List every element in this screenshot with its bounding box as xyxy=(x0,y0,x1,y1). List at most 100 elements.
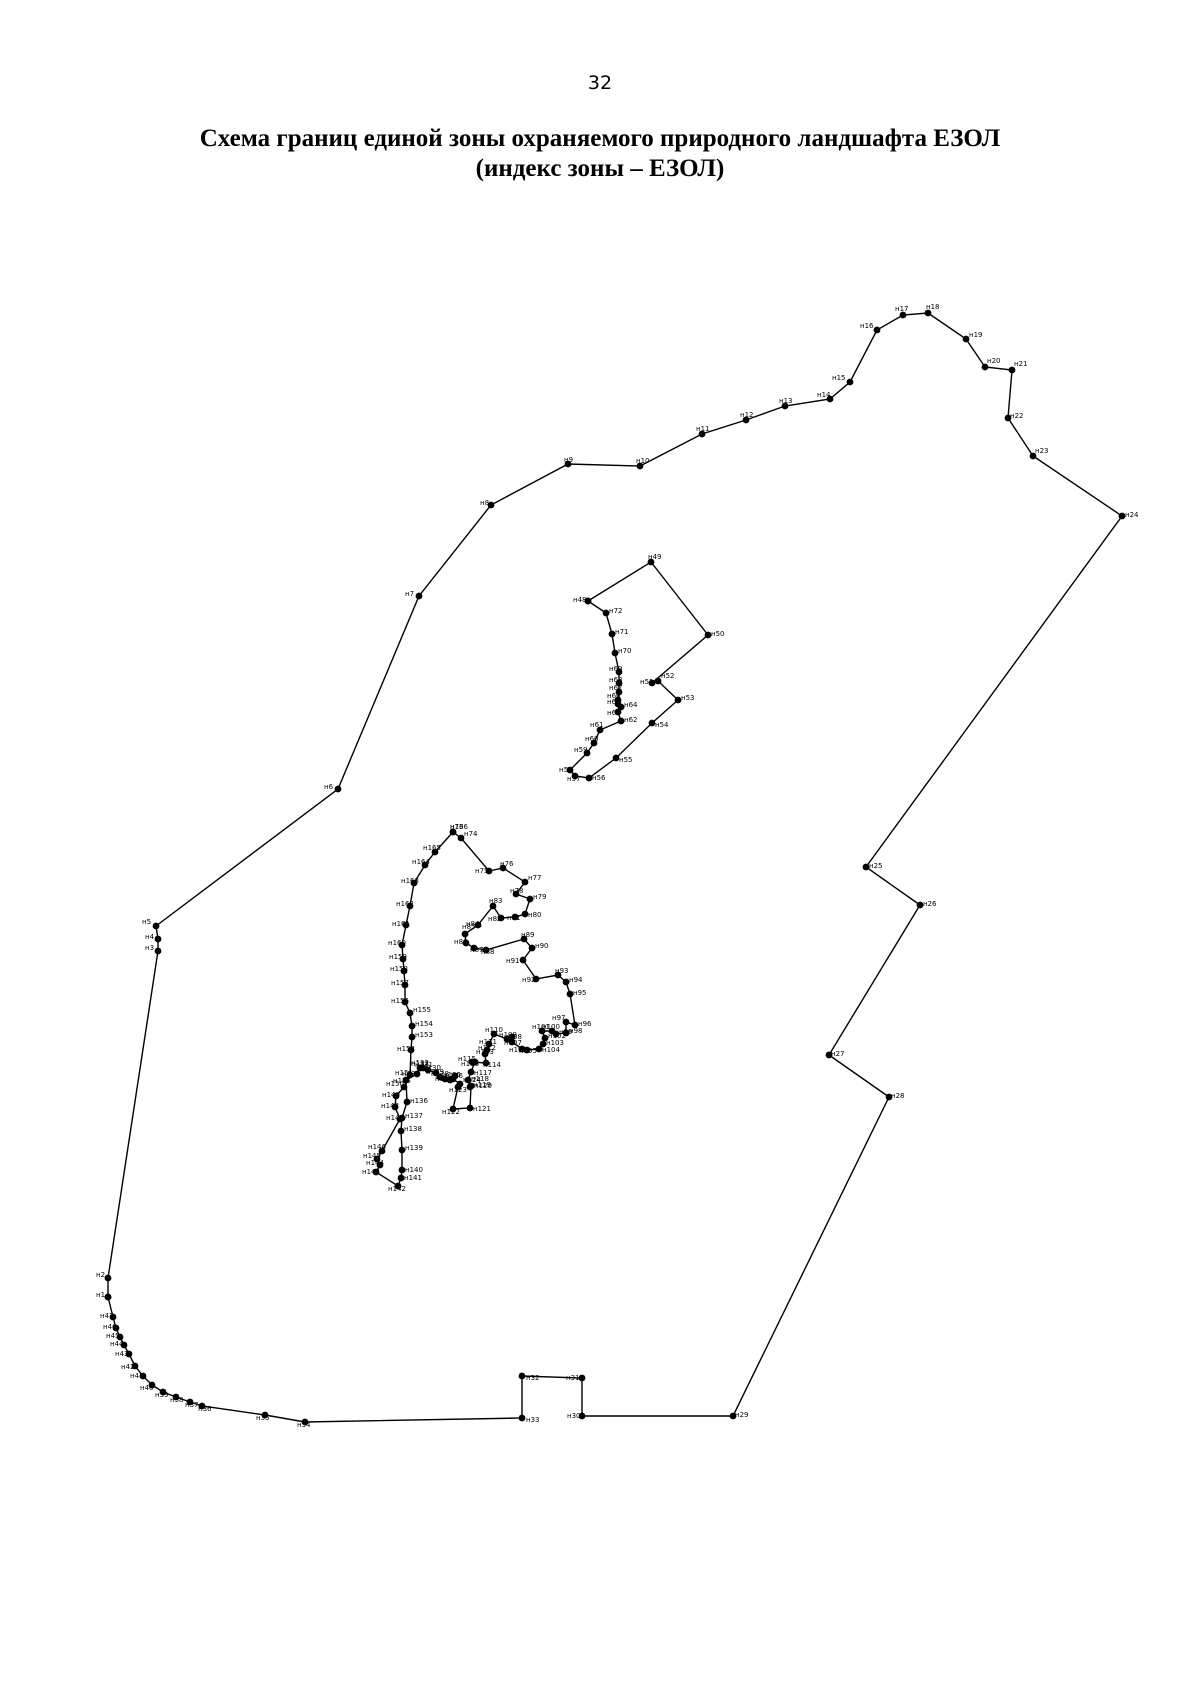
inner-contour-b-10-vertex xyxy=(497,914,505,922)
outer-boundary-24-vertex xyxy=(1118,512,1126,520)
inner-contour-b-82-label: н154 xyxy=(415,1020,433,1028)
inner-contour-b-79-vertex xyxy=(406,1071,414,1079)
outer-boundary-4-label: н4 xyxy=(145,933,155,941)
inner-contour-a-20-vertex xyxy=(615,688,623,696)
inner-contour-b-32-label: н104 xyxy=(542,1046,560,1054)
outer-boundary-14-vertex xyxy=(826,395,834,403)
outer-boundary-29-label: н29 xyxy=(735,1411,748,1419)
inner-contour-a-20-label: н67 xyxy=(609,684,622,692)
inner-contour-a-7-label: н54 xyxy=(655,721,669,729)
inner-contour-b-73-vertex xyxy=(373,1155,381,1163)
outer-boundary-19-vertex xyxy=(962,335,970,343)
inner-contour-b-84-vertex xyxy=(401,998,409,1006)
inner-contour-b-83-label: н155 xyxy=(413,1006,431,1014)
inner-contour-a-26-vertex xyxy=(584,597,592,605)
inner-contour-b-79-label: н151 xyxy=(395,1069,413,1077)
outer-boundary-30-label: н30 xyxy=(567,1412,580,1420)
inner-contour-b-85-label: н157 xyxy=(391,979,409,987)
inner-contour-b-54-label: н126 xyxy=(445,1072,463,1080)
inner-contour-b-9-vertex xyxy=(511,913,519,921)
inner-contour-b-10-label: н82 xyxy=(488,915,501,923)
outer-boundary-12-label: н12 xyxy=(740,411,753,419)
inner-contour-b-49-label: н121 xyxy=(473,1105,491,1113)
inner-contour-b-78-vertex xyxy=(400,1083,408,1091)
inner-contour-b-48-label: н120 xyxy=(474,1082,492,1090)
inner-contour-b-72-label: н144 xyxy=(366,1159,384,1167)
outer-boundary-7-label: н7 xyxy=(405,590,414,598)
inner-contour-b-61-vertex xyxy=(416,1064,424,1072)
inner-contour-b-8-vertex xyxy=(521,910,529,918)
inner-contour-b-17-vertex xyxy=(520,935,528,943)
inner-contour-b-68-vertex xyxy=(398,1166,406,1174)
inner-contour-b-66-label: н138 xyxy=(404,1125,422,1133)
outer-boundary-27-label: н27 xyxy=(831,1050,844,1058)
inner-contour-a-22-vertex xyxy=(615,668,623,676)
inner-contour-b-88-vertex xyxy=(398,941,406,949)
outer-boundary-3-label: н3 xyxy=(145,944,154,952)
inner-contour-b-42-label: н114 xyxy=(483,1061,501,1069)
outer-boundary-44-vertex xyxy=(120,1341,128,1349)
inner-contour-b-22-label: н94 xyxy=(569,976,583,984)
outer-boundary-23-label: н23 xyxy=(1035,447,1048,455)
inner-contour-b-49-vertex xyxy=(466,1104,474,1112)
outer-boundary-31-vertex xyxy=(578,1374,586,1382)
inner-contour-a-11-vertex xyxy=(566,766,574,774)
inner-contour-a-12-vertex xyxy=(583,749,591,757)
outer-boundary-42-vertex xyxy=(131,1362,139,1370)
inner-contour-b-21-label: н93 xyxy=(555,967,568,975)
outer-boundary-17-vertex xyxy=(899,311,907,319)
inner-contour-b-52-vertex xyxy=(456,1080,464,1088)
outer-boundary-20-vertex xyxy=(981,363,989,371)
inner-contour-b-82-vertex xyxy=(408,1022,416,1030)
inner-contour-b-64-vertex xyxy=(403,1098,411,1106)
inner-contour-a-3-label: н50 xyxy=(711,630,724,638)
outer-boundary-24-label: н24 xyxy=(1125,511,1139,519)
inner-contour-b-20-label: н92 xyxy=(522,976,535,984)
title-line-2: (индекс зоны – ЕЗОЛ) xyxy=(475,155,725,182)
inner-contour-b-12-vertex xyxy=(474,921,482,929)
outer-boundary-18-label: н18 xyxy=(926,303,939,311)
inner-contour-b-31-label: н103 xyxy=(546,1039,564,1047)
inner-contour-a-8-label: н55 xyxy=(619,756,632,764)
inner-contour-b-19-vertex xyxy=(519,956,527,964)
outer-boundary-42-label: н42 xyxy=(121,1363,134,1371)
inner-contour-b-25-vertex xyxy=(562,1018,570,1026)
inner-contour-b-70-vertex xyxy=(394,1182,402,1190)
inner-contour-b-24-label: н96 xyxy=(578,1020,592,1028)
outer-boundary-37-label: н37 xyxy=(185,1401,198,1409)
outer-boundary-41-label: н41 xyxy=(130,1372,143,1380)
outer-boundary-39-label: н39 xyxy=(155,1391,168,1399)
outer-boundary-47-label: н47 xyxy=(100,1312,113,1320)
inner-contour-a-15-vertex xyxy=(617,717,625,725)
inner-contour-b-65-label: н137 xyxy=(405,1112,423,1120)
inner-contour-a-17-label: н64 xyxy=(624,701,638,709)
outer-boundary-5-label: н5 xyxy=(142,918,151,926)
outer-boundary-16-vertex xyxy=(873,326,881,334)
inner-contour-b-76-label: н148 xyxy=(381,1102,399,1110)
inner-contour-b-48-vertex xyxy=(467,1082,475,1090)
outer-boundary-45-vertex xyxy=(116,1333,124,1341)
inner-contour-b-36-label: н108 xyxy=(504,1033,522,1041)
outer-boundary-41-vertex xyxy=(139,1372,147,1380)
inner-contour-a-8-vertex xyxy=(612,754,620,762)
inner-contour-b-92-vertex xyxy=(421,861,429,869)
outer-boundary-19-label: н19 xyxy=(969,331,982,339)
inner-contour-b-94-vertex xyxy=(449,828,457,836)
outer-boundary-2-label: н2 xyxy=(96,1271,105,1279)
inner-contour-b-11-label: н83 xyxy=(489,897,502,905)
inner-contour-b-71-label: н143 xyxy=(362,1168,380,1176)
inner-contour-b-35-label: н107 xyxy=(504,1039,522,1047)
inner-contour-b-23-label: н95 xyxy=(573,989,586,997)
inner-contour-b-11-vertex xyxy=(489,902,497,910)
inner-contour-b-34-label: н106 xyxy=(509,1046,527,1054)
inner-contour-a-10-vertex xyxy=(571,772,579,780)
inner-contour-b-81-label: н153 xyxy=(415,1031,433,1039)
page-title: Схема границ единой зоны охраняемого при… xyxy=(0,124,1200,184)
outer-boundary-9-label: н9 xyxy=(564,456,573,464)
inner-contour-b-61-label: н133 xyxy=(411,1060,429,1068)
inner-contour-b-93-label: н165 xyxy=(423,844,441,852)
outer-boundary-14-label: н14 xyxy=(817,391,831,399)
inner-contour-b-46-label: н118 xyxy=(471,1075,489,1083)
page-number: 32 xyxy=(587,72,613,94)
